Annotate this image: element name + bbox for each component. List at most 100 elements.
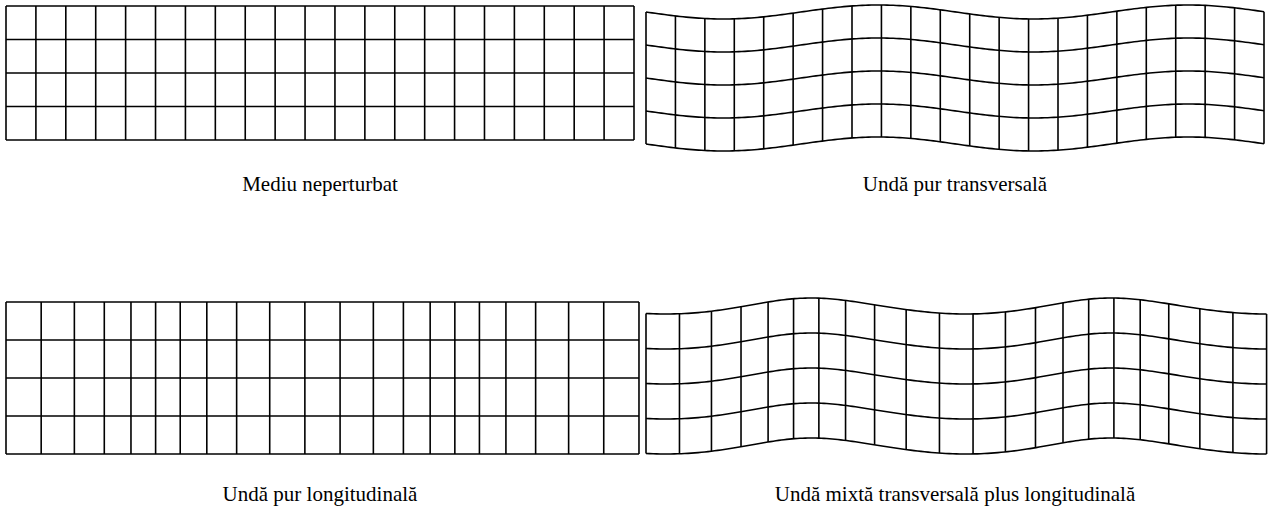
longitudinal-grid-column	[403, 302, 405, 454]
undisturbed-grid-column	[603, 6, 605, 140]
longitudinal-grid-row	[6, 415, 639, 417]
mixed-grid-column	[874, 305, 876, 445]
mixed-grid-column	[645, 313, 647, 453]
longitudinal-grid-column	[373, 302, 375, 454]
undisturbed-grid-row	[6, 106, 634, 108]
transverse-grid-column	[1175, 5, 1177, 137]
undisturbed-grid-column	[35, 6, 37, 140]
mixed-grid-row	[646, 438, 1267, 454]
mixed-grid-column	[793, 299, 795, 439]
transverse-grid-row	[646, 38, 1264, 52]
mixed-grid-column	[1168, 304, 1170, 444]
undisturbed-grid-column	[514, 6, 516, 140]
transverse-grid-column	[881, 5, 883, 137]
panel-caption: Undă pur longitudinală	[223, 482, 418, 507]
transverse-grid-column	[733, 19, 735, 151]
transverse-grid-column	[1087, 15, 1089, 147]
transverse-grid-column	[910, 6, 912, 138]
undisturbed-grid-column	[155, 6, 157, 140]
longitudinal-grid-row	[6, 453, 639, 455]
mixed-grid-column	[740, 307, 742, 447]
undisturbed-grid-column	[454, 6, 456, 140]
mixed-grid-column	[845, 300, 847, 440]
undisturbed-grid-row	[6, 5, 634, 7]
mixed-grid-row	[646, 298, 1267, 314]
transverse-grid-column	[704, 19, 706, 151]
longitudinal-grid-column	[40, 302, 42, 454]
undisturbed-grid-column	[95, 6, 97, 140]
longitudinal-grid-column	[236, 302, 238, 454]
mixed-grid-column	[1139, 300, 1141, 440]
mixed-grid-column	[1266, 314, 1268, 454]
mixed-grid-column	[1199, 309, 1201, 449]
mixed-grid-column	[1005, 312, 1007, 452]
undisturbed-grid-column	[633, 6, 635, 140]
transverse-grid-column	[969, 14, 971, 146]
transverse-grid-column	[939, 10, 941, 142]
undisturbed-grid-column	[394, 6, 396, 140]
panel-caption: Mediu neperturbat	[242, 172, 398, 197]
undisturbed-grid-column	[274, 6, 276, 140]
mixed-grid-column	[767, 302, 769, 442]
longitudinal-grid-column	[269, 302, 271, 454]
transverse-grid-column	[675, 16, 677, 148]
transverse-grid-column	[645, 12, 647, 144]
mixed-grid-column	[1062, 303, 1064, 443]
undisturbed-grid-column	[65, 6, 67, 140]
panel-caption: Undă pur transversală	[863, 172, 1047, 197]
mixed-grid-row	[646, 403, 1267, 419]
longitudinal-grid-column	[130, 302, 132, 454]
longitudinal-grid-column	[206, 302, 208, 454]
longitudinal-grid-column	[568, 302, 570, 454]
longitudinal-grid-column	[603, 302, 605, 454]
transverse-grid-column	[822, 9, 824, 141]
longitudinal-grid-column	[179, 302, 181, 454]
mixed-grid-column	[1232, 313, 1234, 453]
longitudinal-grid-column	[454, 302, 456, 454]
longitudinal-grid-column	[429, 302, 431, 454]
transverse-grid-column	[851, 6, 853, 138]
longitudinal-grid-row	[6, 377, 639, 379]
transverse-grid-column	[1204, 5, 1206, 137]
transverse-grid-row	[646, 5, 1264, 19]
longitudinal-grid-column	[304, 302, 306, 454]
undisturbed-grid-column	[334, 6, 336, 140]
longitudinal-grid-column	[103, 302, 105, 454]
longitudinal-grid-column	[5, 302, 7, 454]
mixed-grid-column	[1088, 299, 1090, 439]
transverse-grid-row	[646, 104, 1264, 118]
mixed-grid-row	[646, 368, 1267, 384]
undisturbed-grid-column	[185, 6, 187, 140]
longitudinal-grid-column	[479, 302, 481, 454]
transverse-grid-column	[1028, 19, 1030, 151]
transverse-grid-column	[763, 17, 765, 149]
mixed-grid-column	[679, 314, 681, 454]
longitudinal-grid-column	[505, 302, 507, 454]
mixed-grid-column	[972, 314, 974, 454]
undisturbed-grid-row	[6, 39, 634, 41]
transverse-grid-column	[1234, 8, 1236, 140]
longitudinal-grid-column	[638, 302, 640, 454]
transverse-grid-column	[792, 13, 794, 145]
undisturbed-grid-row	[6, 139, 634, 141]
transverse-grid-column	[1057, 18, 1059, 150]
mixed-grid-column	[711, 311, 713, 451]
undisturbed-grid-column	[364, 6, 366, 140]
mixed-grid-column	[939, 313, 941, 453]
transverse-grid-row	[646, 71, 1264, 85]
undisturbed-grid-column	[215, 6, 217, 140]
longitudinal-grid-column	[535, 302, 537, 454]
undisturbed-grid-column	[424, 6, 426, 140]
mixed-grid-column	[818, 298, 820, 438]
undisturbed-grid-column	[125, 6, 127, 140]
undisturbed-grid-column	[484, 6, 486, 140]
longitudinal-grid-row	[6, 339, 639, 341]
undisturbed-grid-column	[304, 6, 306, 140]
transverse-grid-column	[1263, 12, 1265, 144]
undisturbed-grid-row	[6, 72, 634, 74]
mixed-grid-column	[1113, 298, 1115, 438]
panel-caption: Undă mixtă transversală plus longitudina…	[775, 482, 1135, 507]
undisturbed-grid-column	[573, 6, 575, 140]
transverse-grid-column	[998, 17, 1000, 149]
